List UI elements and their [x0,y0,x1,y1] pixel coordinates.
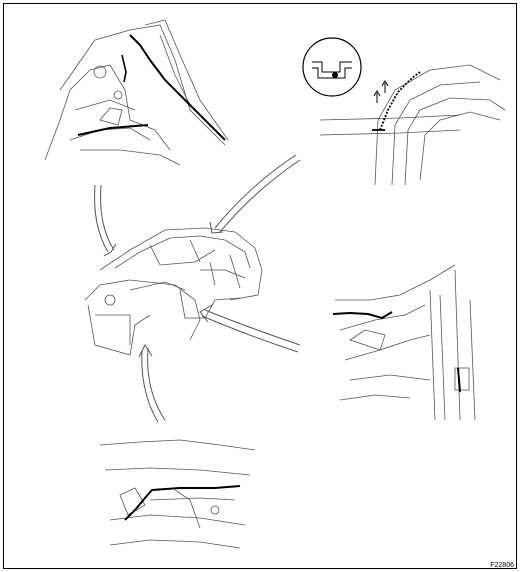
seam-middle-right-hinge [457,367,461,393]
seam-top-right-roof [379,71,421,131]
arrow-up-icon [373,80,389,103]
figure-id-label: F22806 [490,562,514,569]
arrow-tl-to-car [94,184,109,253]
seam-top-left-apron [77,124,149,136]
detail-middle-right [335,264,476,421]
outer-border [3,3,517,569]
seam-middle-right-sill [332,311,393,320]
seam-bottom-member [124,485,241,521]
seam-top-left-upright [121,54,127,83]
detail-bottom [99,439,256,549]
arrow-bottom-to-car [147,347,166,421]
arrow-mr-to-car [204,309,301,346]
car-body-center [84,227,263,356]
seam-top-left-pillar [129,34,226,141]
inset-section-view [302,37,362,97]
detail-top-left [44,19,229,166]
callout-arrows [94,154,301,423]
arrow-tr-to-car [214,154,297,229]
